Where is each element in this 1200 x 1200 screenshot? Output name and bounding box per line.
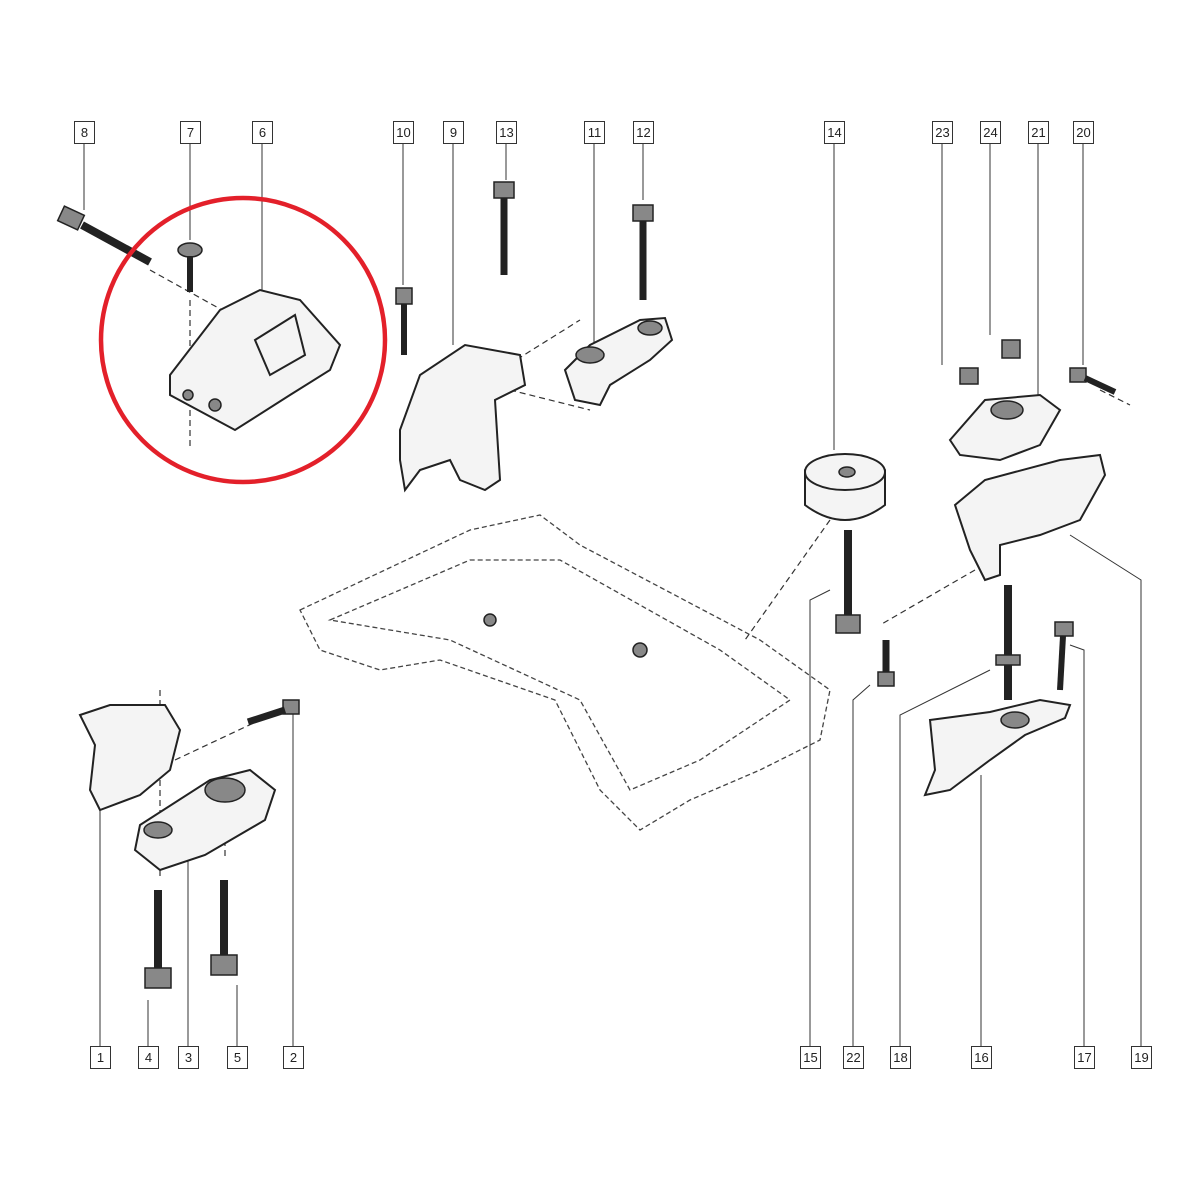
part-11-torque-rod: [563, 316, 674, 407]
part-12-bolt: [632, 204, 654, 300]
part-22-bolt: [877, 640, 895, 687]
callout-12: 12: [633, 121, 654, 144]
callout-6: 6: [252, 121, 273, 144]
callout-3: 3: [178, 1046, 199, 1069]
leader-lines: [83, 144, 1142, 1046]
callout-22: 22: [843, 1046, 864, 1069]
part-10-bolt: [395, 287, 413, 355]
part-13-bolt: [493, 181, 515, 275]
callout-21: 21: [1028, 121, 1049, 144]
callout-13: 13: [496, 121, 517, 144]
part-3-mount: [133, 768, 277, 872]
callout-8: 8: [74, 121, 95, 144]
callout-19: 19: [1131, 1046, 1152, 1069]
callout-7: 7: [180, 121, 201, 144]
part-1-bracket: [78, 704, 182, 812]
part-7-bolt: [177, 242, 203, 292]
callout-15: 15: [800, 1046, 821, 1069]
callout-18: 18: [890, 1046, 911, 1069]
part-8-bolt: [56, 205, 152, 266]
part-15-stud: [835, 530, 861, 634]
callout-11: 11: [584, 121, 605, 144]
callout-5: 5: [227, 1046, 248, 1069]
callout-10: 10: [393, 121, 414, 144]
part-23-nut: [959, 367, 979, 385]
part-4-bolt: [144, 890, 172, 989]
part-24-nut: [1001, 339, 1021, 359]
callout-2: 2: [283, 1046, 304, 1069]
callout-1: 1: [90, 1046, 111, 1069]
subframe: [299, 514, 831, 831]
callout-23: 23: [932, 121, 953, 144]
callout-17: 17: [1074, 1046, 1095, 1069]
part-21-mount: [948, 393, 1062, 462]
callout-16: 16: [971, 1046, 992, 1069]
part-2-bolt: [246, 699, 300, 726]
callout-20: 20: [1073, 121, 1094, 144]
part-19-bracket: [953, 453, 1107, 582]
callout-24: 24: [980, 121, 1001, 144]
highlight-circle: [98, 195, 388, 485]
part-17-bolt: [1054, 621, 1074, 691]
callout-9: 9: [443, 121, 464, 144]
callout-4: 4: [138, 1046, 159, 1069]
part-16-bracket: [923, 698, 1072, 797]
part-9-bracket: [399, 343, 527, 493]
callout-14: 14: [824, 121, 845, 144]
part-18-stud: [995, 585, 1021, 700]
part-5-bolt: [210, 880, 238, 976]
part-14-mount: [804, 453, 886, 521]
part-6-engine-mount: [169, 288, 342, 432]
part-20-bolt: [1069, 367, 1117, 395]
